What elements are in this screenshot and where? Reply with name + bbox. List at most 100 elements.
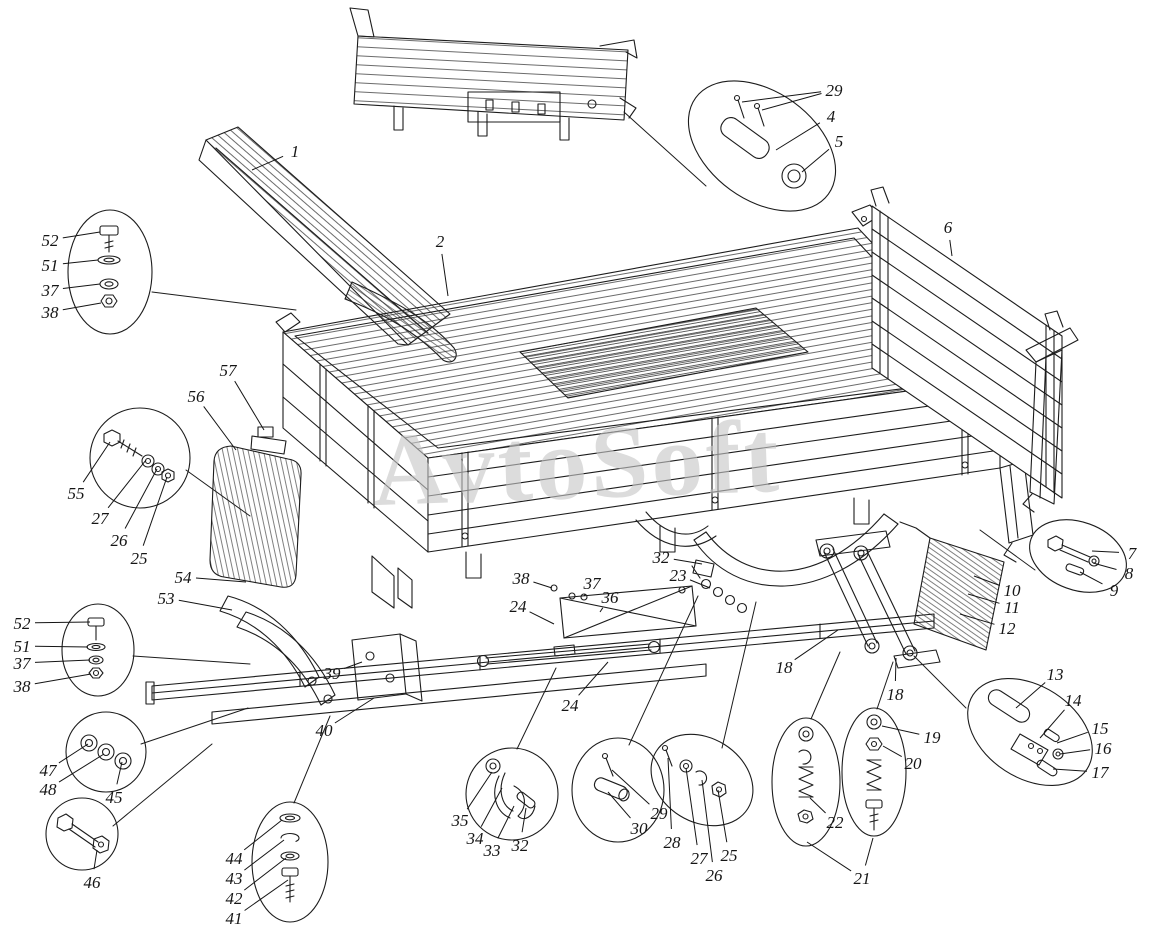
callout-leader-9 (1079, 571, 1103, 585)
callout-label-38: 38 (512, 569, 531, 588)
callout-leader-56 (203, 406, 237, 451)
callout-label-32: 32 (511, 836, 530, 855)
callout-label-12: 12 (999, 619, 1017, 638)
callout-leader-36 (599, 607, 604, 613)
callout-leader-4 (775, 122, 821, 151)
callout-leader-45 (116, 761, 123, 785)
side-board-detached (198, 126, 451, 346)
bubble-connectors (112, 111, 1036, 827)
callout-leader-25 (142, 476, 168, 546)
callout-leader-38 (62, 302, 102, 311)
callout-leader-41 (244, 879, 289, 911)
callout-label-54: 54 (175, 568, 193, 587)
callout-leader-13 (1015, 682, 1046, 709)
callout-leader-54 (195, 577, 247, 583)
detail-bubble-hook (465, 747, 559, 841)
callout-leader-26 (701, 779, 713, 863)
callout-label-26: 26 (111, 531, 129, 550)
callout-label-13: 13 (1047, 665, 1064, 684)
callout-leader-34 (480, 787, 503, 827)
callout-label-21: 21 (854, 869, 871, 888)
detail-bubble-bolt-set-top (67, 209, 153, 335)
callout-label-48: 48 (40, 780, 58, 799)
spare-wheel-box (209, 426, 336, 706)
callout-leader-16 (1059, 749, 1091, 755)
callout-leader-27 (685, 767, 698, 846)
callout-label-11: 11 (1004, 598, 1020, 617)
callout-label-24: 24 (562, 696, 580, 715)
support-bracket (351, 633, 423, 702)
callout-leader-39 (344, 661, 363, 669)
front-panel-assembly (349, 7, 638, 141)
torque-rod (476, 640, 661, 668)
callout-label-57: 57 (220, 361, 239, 380)
callout-leader-48 (58, 753, 105, 783)
callout-label-24: 24 (510, 597, 528, 616)
callout-label-9: 9 (1110, 581, 1119, 600)
callout-leader-42 (243, 857, 287, 891)
safety-chain (691, 559, 748, 614)
callout-label-35: 35 (451, 811, 469, 830)
detail-bubble-bushings (65, 711, 147, 793)
callout-leader-29 (741, 91, 822, 103)
callout-label-38: 38 (13, 677, 32, 696)
detail-bubble-bolt-set-mid (89, 407, 191, 509)
callout-label-30: 30 (630, 819, 649, 838)
callout-leader-21 (806, 841, 852, 872)
stabilizer-rods (815, 530, 941, 669)
callout-leader-29 (761, 93, 822, 111)
callout-label-25: 25 (131, 549, 148, 568)
callout-leader-32 (673, 558, 703, 565)
callout-leader-18 (894, 657, 897, 682)
callout-label-37: 37 (583, 574, 603, 593)
callout-label-2: 2 (436, 232, 445, 251)
callout-leader-8 (1092, 562, 1117, 570)
callout-leader-37 (62, 283, 101, 289)
side-board-6 (870, 186, 1079, 513)
callout-label-10: 10 (1004, 581, 1022, 600)
callout-label-41: 41 (226, 909, 243, 928)
callout-leader-43 (244, 839, 285, 871)
callout-leader-6 (949, 239, 953, 257)
callout-leader-30 (607, 791, 631, 819)
callout-label-28: 28 (664, 833, 682, 852)
callout-leader-14 (1039, 709, 1065, 739)
callout-label-8: 8 (1125, 564, 1134, 583)
callout-label-27: 27 (691, 849, 710, 868)
callout-leader-53 (178, 599, 233, 611)
callout-label-37: 37 (13, 654, 33, 673)
callout-label-19: 19 (924, 728, 942, 747)
callout-leader-52 (34, 621, 91, 624)
callout-label-25: 25 (721, 846, 738, 865)
callout-leader-2 (441, 253, 449, 297)
callout-layer: 1294526525137385756552726255453525137383… (13, 81, 1138, 928)
callout-label-36: 36 (601, 588, 620, 607)
detail-bubble-spring-left (771, 717, 841, 847)
callout-leader-52 (62, 231, 101, 239)
callout-label-33: 33 (483, 841, 501, 860)
callout-leader-25 (717, 789, 728, 843)
detail-bubble-spring-right (841, 707, 907, 837)
callout-leader-24 (529, 611, 555, 625)
callout-leader-27 (107, 459, 147, 509)
callout-label-7: 7 (1128, 544, 1138, 563)
callout-leader-5 (801, 148, 830, 173)
callout-label-4: 4 (827, 107, 836, 126)
callout-leader-37 (583, 593, 586, 597)
callout-label-34: 34 (466, 829, 485, 848)
mudguards (635, 511, 1005, 651)
callout-leader-46 (93, 849, 98, 870)
callout-label-43: 43 (226, 869, 243, 888)
callout-leader-17 (1052, 768, 1088, 772)
callout-leader-37 (34, 659, 91, 663)
callout-leader-1 (251, 155, 284, 171)
detail-bubble-bolt-right (1029, 519, 1127, 593)
callout-label-45: 45 (106, 788, 123, 807)
callout-leader-51 (62, 259, 99, 265)
callout-label-29: 29 (651, 804, 669, 823)
callout-leader-15 (1056, 731, 1088, 744)
callout-label-23: 23 (670, 566, 687, 585)
callout-label-29: 29 (826, 81, 844, 100)
callout-leader-18 (794, 629, 839, 661)
